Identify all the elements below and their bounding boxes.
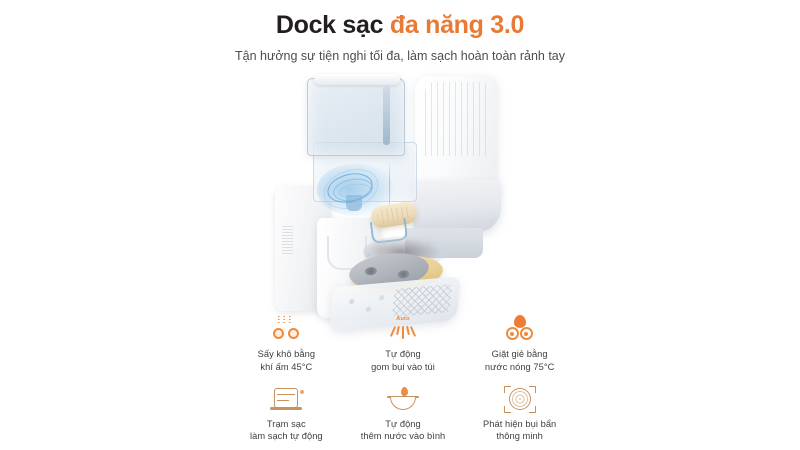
feature-label: Giặt giẻ bằng nước nóng 75°C [484,349,555,372]
product-exploded-illustration [255,68,545,332]
dryer-burner-right [288,328,300,339]
hot-water-wash-icon [500,315,540,344]
feature-item-auto-dust-collection: Auto Tự động gom bụi vào túi [345,316,462,374]
auto-water-refill-icon [383,386,423,414]
dock-vent-grille [282,226,293,256]
dryer-burner-left [273,328,285,339]
suction-ray-3 [401,326,404,339]
smart-dirt-detection-icon [500,385,540,414]
dock-cover-panel-part [415,76,497,196]
page-title: Dock sạc đa năng 3.0 [0,10,800,41]
wash-ring-right [519,327,533,340]
scan-corner-bottom-right [528,405,536,413]
mop-disc-hub-right [397,269,410,279]
feature-item-hot-water-wash: Giặt giẻ bằng nước nóng 75°C [461,315,578,374]
clean-water-tank-part [307,74,405,156]
tank-intake-tube [383,85,390,145]
scan-corner-top-left [503,385,511,393]
feature-label: Sấy khô bằng khí ấm 45°C [257,349,316,372]
clean-sparkle-dot [300,389,305,394]
wash-ring-left [505,327,519,340]
water-drop-shape [513,315,526,328]
page-title-plain: Dock sạc [275,11,390,39]
header: Dock sạc đa năng 3.0 Tận hưởng sự tiện n… [0,10,800,65]
scan-corner-top-right [528,385,536,393]
feature-item-charging-dock-selfclean: Trạm sạc làm sạch tự động [228,386,345,444]
dock-cover-ribs [425,82,489,156]
dock-base-shape [270,406,303,410]
dirt-scan-target [508,387,531,410]
feature-list: Sấy khô bằng khí ấm 45°C Auto Tự động go… [228,315,578,444]
feature-label: Trạm sạc làm sạch tự động [250,418,323,442]
feature-label: Tự động thêm nước vào bình [360,418,446,442]
warm-air-dryer-icon [266,316,306,344]
suction-ray-2 [396,325,400,336]
page-subtitle: Tận hưởng sự tiện nghi tối đa, làm sạch … [235,49,565,64]
assembly-guide-line [389,160,390,218]
feature-label: Tự động gom bụi vào túi [371,349,435,372]
scan-corner-bottom-left [503,405,511,413]
page-title-accent: đa năng 3.0 [389,11,525,39]
feature-item-smart-dirt-detection: Phát hiện bụi bẩn thông minh [461,385,578,444]
refill-water-drop [400,386,408,396]
tank-cap-detail [314,74,400,85]
suction-ray-5 [409,326,417,337]
feature-label: Phát hiện bụi bẩn thông minh [483,418,557,442]
dock-station-shape [274,387,299,408]
tray-drain-grate [391,283,453,318]
auto-dust-collection-icon: Auto [383,316,423,344]
feature-item-warm-air-dryer: Sấy khô bằng khí ấm 45°C [228,316,345,374]
mop-disc-hub-left [364,266,378,276]
suction-ray-1 [389,326,397,337]
dock-cover-lip-part [413,180,501,232]
charging-dock-selfclean-icon [266,386,306,414]
feature-item-auto-water-refill: Tự động thêm nước vào bình [345,386,462,444]
auto-badge-label: Auto [396,316,410,322]
heat-wave-lines [278,316,295,325]
water-bowl-shape [389,396,416,410]
